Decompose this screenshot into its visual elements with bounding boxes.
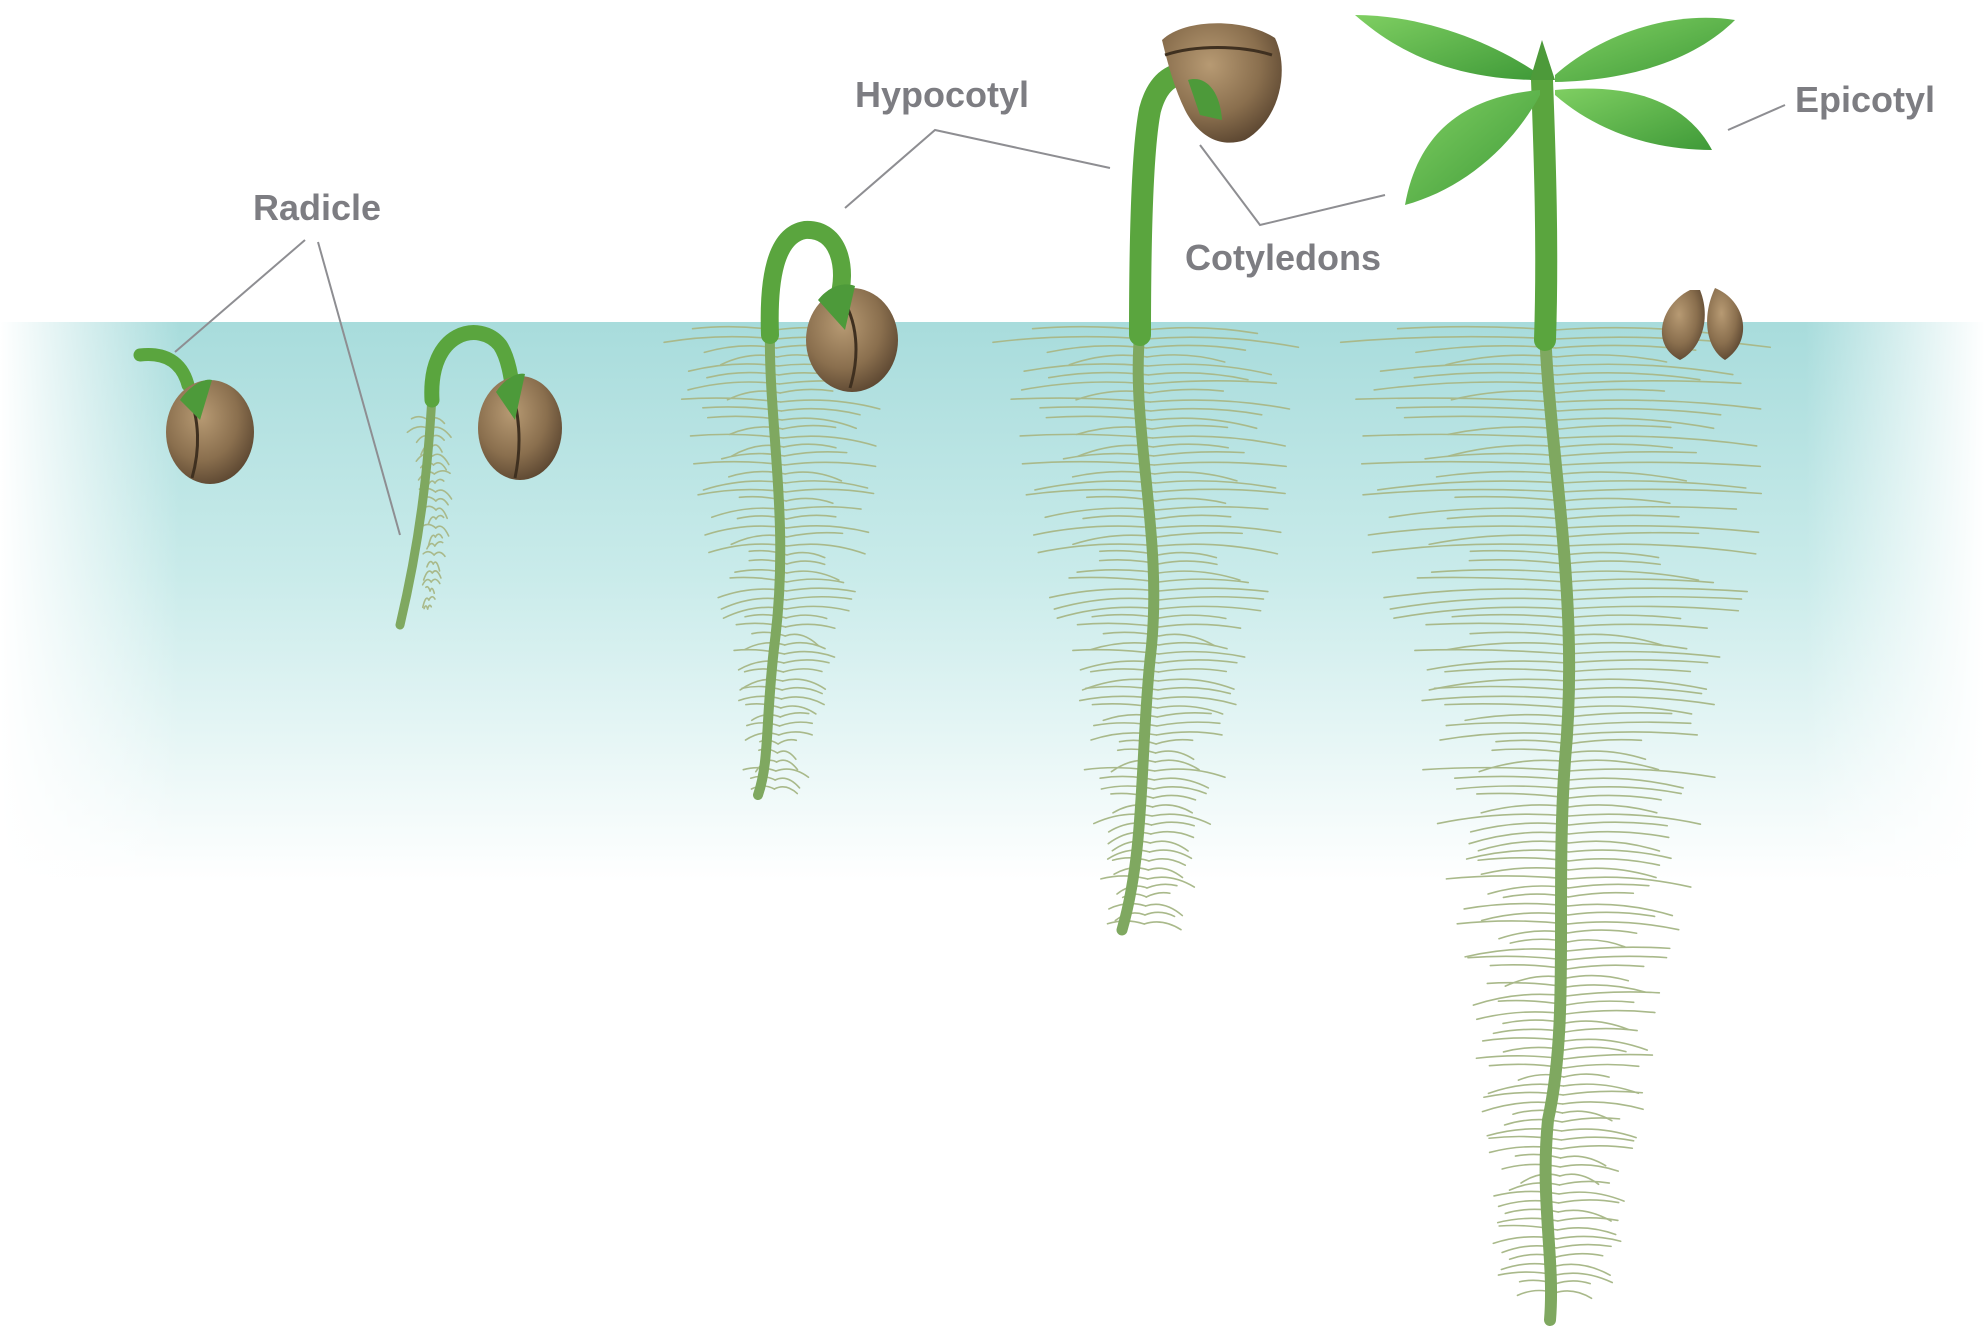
root-hair: [1555, 1291, 1592, 1298]
root-hair: [1559, 1200, 1619, 1203]
leaf-lower-right: [1555, 89, 1712, 150]
root-hair: [1144, 922, 1181, 930]
label-epicotyl: Epicotyl: [1795, 79, 1935, 120]
stage-3-seed: [806, 284, 898, 392]
root-hair: [1557, 1245, 1611, 1248]
root-hair: [1560, 1165, 1618, 1171]
root-hair: [1566, 1001, 1634, 1005]
root-hair: [1556, 1254, 1603, 1257]
root-hair: [1565, 1047, 1626, 1051]
root-hair: [1515, 1154, 1560, 1158]
root-hair: [1557, 1228, 1615, 1235]
root-hair: [1567, 976, 1628, 981]
root-hair: [1562, 1111, 1611, 1121]
root-hair: [1477, 1012, 1566, 1019]
cotyledons-leader: [1200, 145, 1385, 225]
root-hair: [1564, 1065, 1639, 1068]
root-hair: [1563, 1102, 1643, 1109]
stage-4-seed: [1162, 23, 1282, 142]
root-hair: [1564, 1074, 1609, 1077]
hypocotyl-leader: [845, 130, 1110, 208]
root-hair: [1557, 1236, 1621, 1241]
root-hair: [1568, 893, 1633, 897]
root-hair: [1565, 1029, 1637, 1032]
root-hair: [1564, 1055, 1652, 1059]
root-hair: [1566, 992, 1659, 996]
root-hair: [1566, 1011, 1655, 1014]
root-hair: [1561, 1137, 1633, 1141]
root-hair: [1559, 1181, 1609, 1185]
root-hair: [1568, 922, 1679, 930]
root-hair: [1146, 893, 1170, 897]
root-hair: [1510, 1183, 1560, 1190]
stage-1-seed: [166, 380, 254, 484]
root-hair: [1568, 930, 1637, 933]
root-hair: [1464, 904, 1568, 909]
root-hair: [1568, 912, 1654, 916]
leaf-upper-left: [1355, 15, 1540, 80]
root-hair: [1562, 1129, 1636, 1138]
root-hair: [1145, 912, 1175, 916]
leaf-upper-right: [1555, 18, 1735, 82]
root-hair: [1568, 940, 1625, 947]
label-hypocotyl: Hypocotyl: [855, 74, 1029, 115]
root-hair: [1567, 965, 1644, 969]
label-cotyledons-group: Cotyledons: [1185, 145, 1385, 278]
root-hair: [1468, 956, 1567, 960]
shoot-tip: [1530, 40, 1555, 80]
root-hair: [1457, 921, 1568, 924]
label-radicle: Radicle: [253, 187, 381, 228]
stage-5-stem: [1542, 80, 1546, 340]
root-hair: [1560, 1174, 1599, 1184]
root-hair: [1567, 956, 1666, 960]
label-hypocotyl-group: Hypocotyl: [845, 74, 1110, 208]
soil-band: [0, 322, 1985, 882]
root-hair: [1568, 884, 1648, 888]
root-hair: [1555, 1281, 1590, 1284]
label-epicotyl-group: Epicotyl: [1728, 79, 1935, 130]
epicotyl-leader: [1728, 105, 1785, 130]
root-hair: [1563, 1091, 1642, 1095]
leaf-lower-left: [1405, 90, 1540, 205]
label-cotyledons: Cotyledons: [1185, 237, 1381, 278]
root-hair: [1561, 1146, 1632, 1149]
root-hair: [1147, 884, 1177, 888]
root-hair: [1567, 947, 1669, 951]
